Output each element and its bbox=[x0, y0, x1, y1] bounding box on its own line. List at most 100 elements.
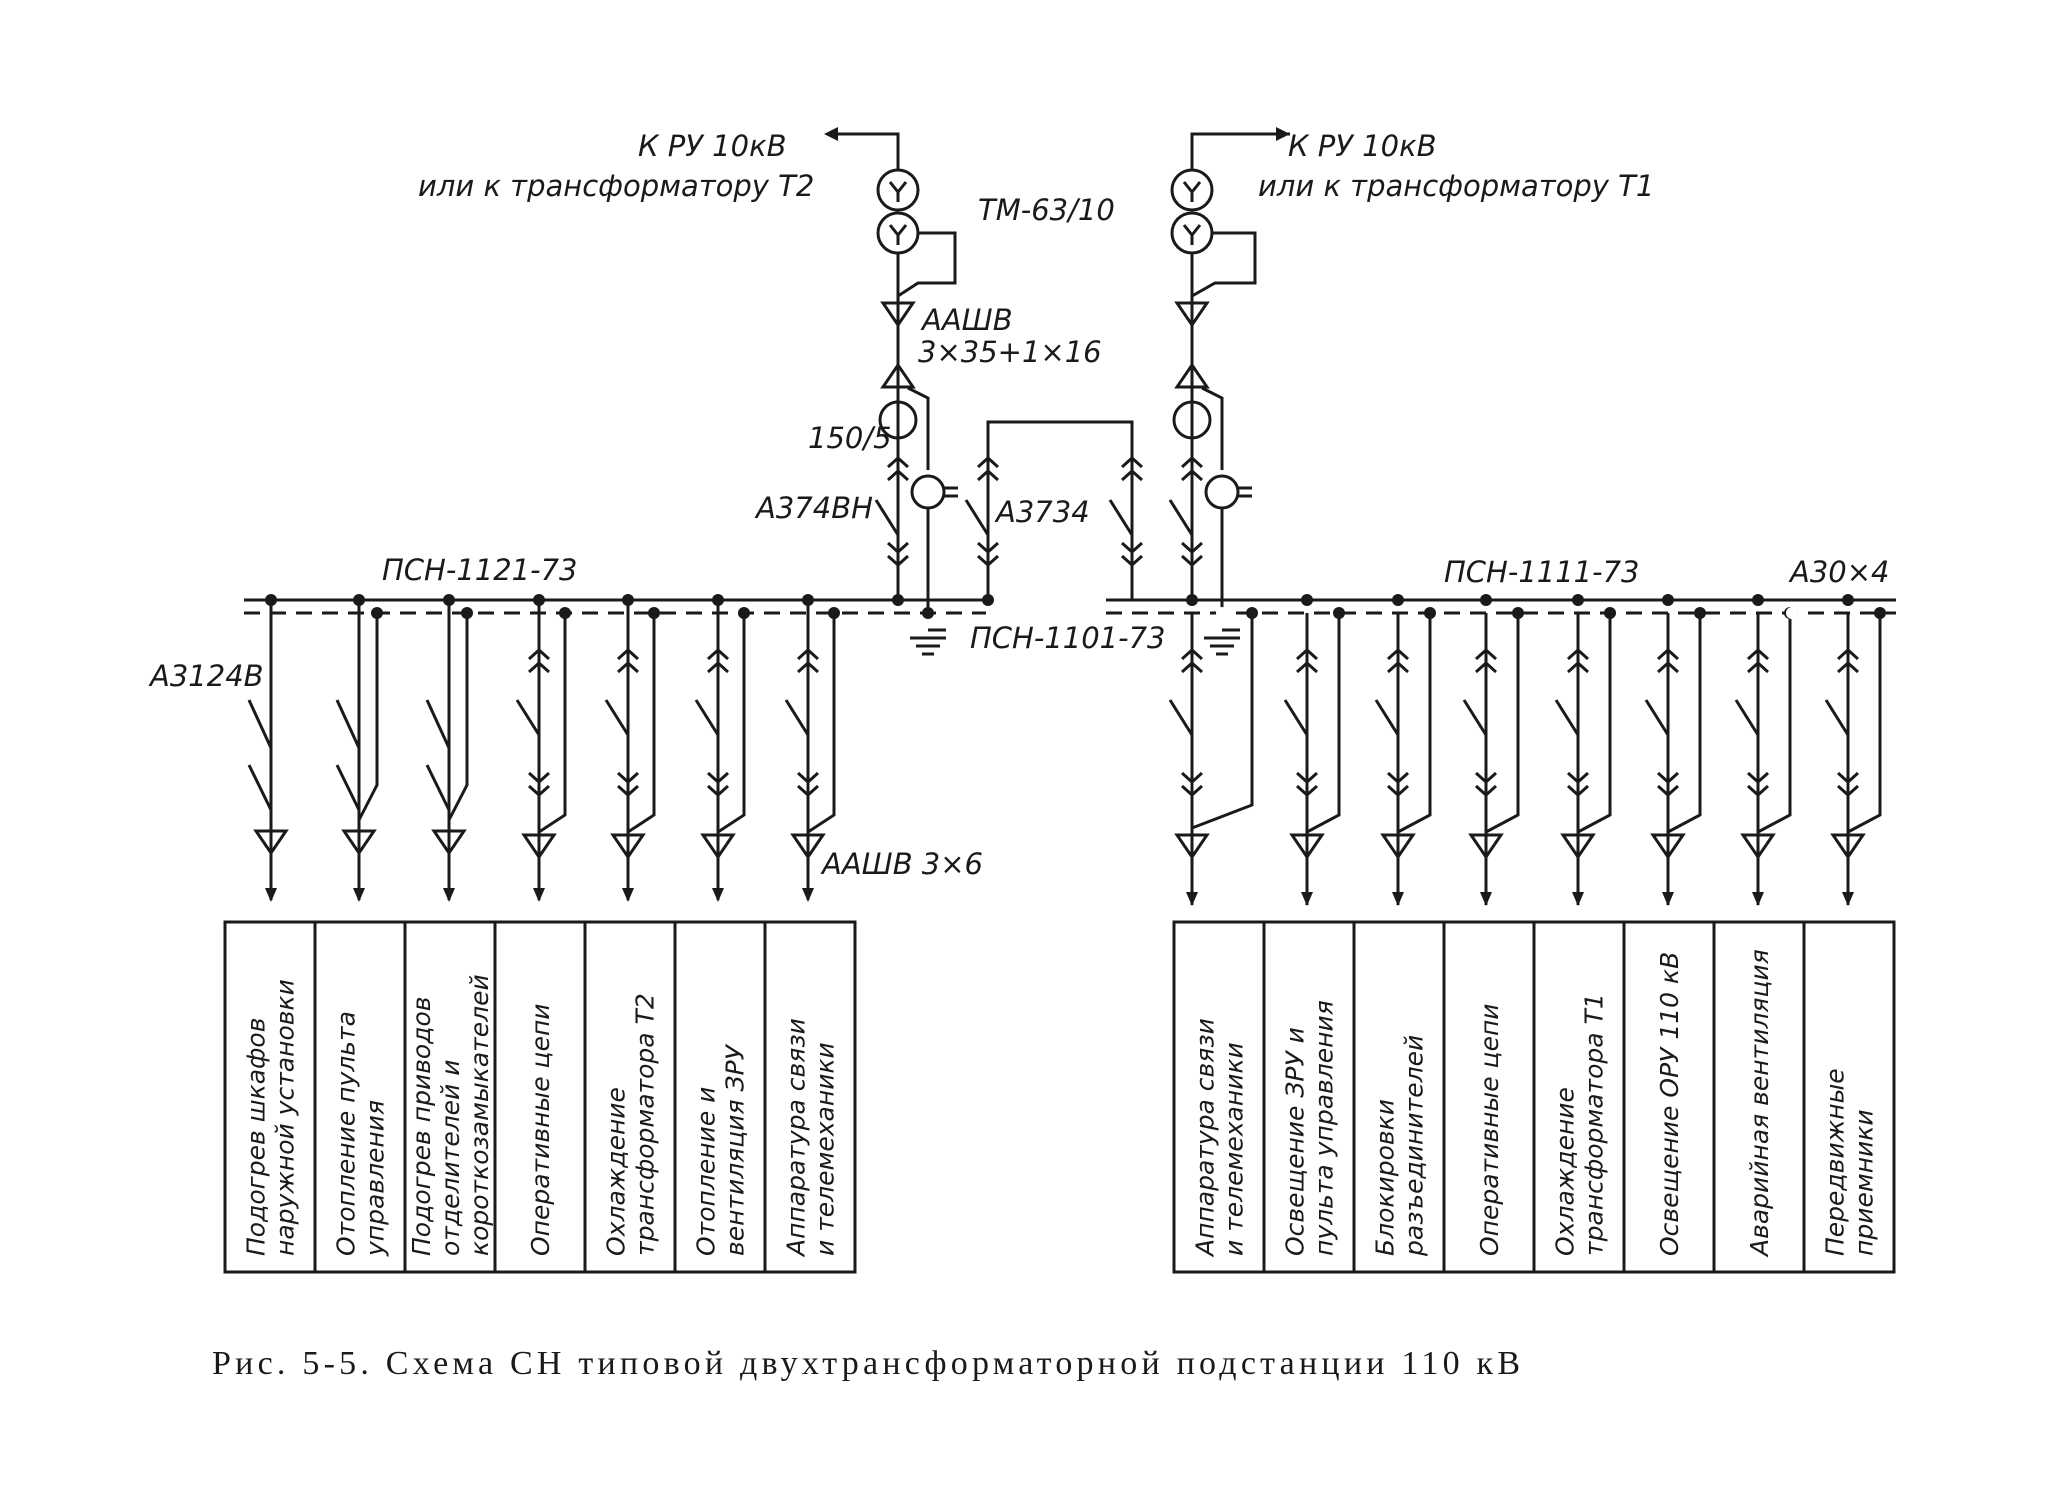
breaker-blade bbox=[1554, 699, 1580, 736]
cable-end-symbol bbox=[1560, 833, 1596, 860]
feeder-return bbox=[717, 613, 746, 834]
plug-contact bbox=[976, 455, 1000, 469]
cable-spec-label: 3×35+1×16 bbox=[918, 335, 1102, 369]
right-load-label: Оперативные цепи bbox=[1475, 1003, 1504, 1256]
plug-contact bbox=[1566, 660, 1590, 674]
feeder-breaker-label: А3124В bbox=[148, 659, 264, 693]
right-load-label: Аварийная вентиляция bbox=[1745, 949, 1774, 1258]
right-load-label: Передвижные bbox=[1821, 1068, 1850, 1256]
cable-end-symbol bbox=[880, 362, 916, 389]
plug-contact bbox=[1180, 554, 1204, 568]
junction-dot bbox=[648, 607, 660, 619]
breaker-blade bbox=[874, 499, 900, 536]
plug-contact bbox=[1474, 784, 1498, 798]
cable-end-symbol bbox=[521, 833, 557, 860]
breaker-blade bbox=[1734, 699, 1760, 736]
left-load-label: управления bbox=[361, 1100, 390, 1257]
plug-contact bbox=[1120, 554, 1144, 568]
arrow-head bbox=[1186, 892, 1198, 906]
arrow-head bbox=[1301, 892, 1313, 906]
junction-dot bbox=[371, 607, 383, 619]
plug-contact bbox=[1836, 784, 1860, 798]
plug-contact bbox=[1836, 660, 1860, 674]
junction-dot bbox=[892, 594, 904, 606]
feeder-return bbox=[538, 613, 567, 834]
arrow-head bbox=[824, 127, 838, 141]
current-transformer bbox=[1172, 400, 1212, 440]
plug-contact bbox=[886, 541, 910, 555]
left-load-label: короткозамыкателей bbox=[465, 974, 494, 1256]
arrow-head bbox=[712, 888, 724, 902]
plug-contact bbox=[1746, 771, 1770, 785]
feeder-return bbox=[1577, 613, 1612, 834]
left-load-label: наружной установки bbox=[271, 979, 300, 1256]
plug-contact bbox=[976, 468, 1000, 482]
plug-contact bbox=[1656, 647, 1680, 661]
transformer-winding-hv bbox=[1170, 168, 1214, 212]
junction-dot bbox=[622, 594, 634, 606]
feed-left-label-2: или к трансформатору Т2 bbox=[418, 169, 814, 203]
breaker-blade bbox=[335, 764, 361, 811]
neutral-lead bbox=[897, 231, 957, 298]
cable-end-symbol bbox=[1380, 833, 1416, 860]
tie-breaker-label: А3734 bbox=[994, 495, 1090, 529]
left-load-label: Оперативные цепи bbox=[526, 1003, 555, 1256]
left-load-label: Охлаждение bbox=[602, 1087, 631, 1256]
junction-dot bbox=[1246, 607, 1258, 619]
plug-contact bbox=[886, 554, 910, 568]
plug-contact bbox=[527, 784, 551, 798]
left-load-label: Аппаратура связи bbox=[782, 1018, 811, 1258]
transformer-label: ТМ-63/10 bbox=[978, 193, 1115, 227]
junction-dot bbox=[802, 594, 814, 606]
breaker-blade bbox=[694, 699, 720, 736]
plug-contact bbox=[796, 784, 820, 798]
junction-dot bbox=[712, 594, 724, 606]
cable-end-symbol bbox=[610, 833, 646, 860]
plug-contact bbox=[1746, 660, 1770, 674]
feeder-return bbox=[1306, 613, 1341, 834]
breaker-blade bbox=[1283, 699, 1309, 736]
feeder-cable-label: ААШВ 3×6 bbox=[820, 847, 983, 881]
junction-dot bbox=[265, 594, 277, 606]
junction-dot bbox=[1874, 607, 1886, 619]
breaker-blade bbox=[425, 764, 451, 811]
arrow-head bbox=[1572, 892, 1584, 906]
arrow-head bbox=[353, 888, 365, 902]
plug-contact bbox=[1295, 771, 1319, 785]
arrow-head bbox=[622, 888, 634, 902]
plug-contact bbox=[1180, 660, 1204, 674]
junction-dot bbox=[1512, 607, 1524, 619]
neutral-lead bbox=[1191, 231, 1257, 298]
right-load-label: Аппаратура связи bbox=[1191, 1018, 1220, 1258]
breaker-blade bbox=[1824, 699, 1850, 736]
feeder-return bbox=[1847, 613, 1882, 834]
cable-end-symbol bbox=[1740, 833, 1776, 860]
plug-contact bbox=[1474, 771, 1498, 785]
breaker-blade bbox=[335, 699, 361, 749]
plug-contact bbox=[1566, 784, 1590, 798]
breaker-blade bbox=[784, 699, 810, 736]
junction-dot bbox=[1186, 594, 1198, 606]
arrow-head bbox=[802, 888, 814, 902]
current-transformer bbox=[878, 400, 918, 440]
feed-right-label-2: или к трансформатору Т1 bbox=[1258, 169, 1654, 203]
breaker-left-label: А374ВН bbox=[754, 491, 873, 525]
plug-contact bbox=[796, 771, 820, 785]
breaker-blade bbox=[247, 764, 273, 811]
plug-contact bbox=[1656, 660, 1680, 674]
breaker-blade bbox=[1374, 699, 1400, 736]
arrow-head bbox=[1276, 127, 1290, 141]
arrow-head bbox=[1752, 892, 1764, 906]
breaker-blade bbox=[1644, 699, 1670, 736]
cable-end-symbol bbox=[790, 833, 826, 860]
plug-contact bbox=[886, 455, 910, 469]
plug-contact bbox=[1120, 468, 1144, 482]
panel-mid-label: ПСН-1101-73 bbox=[970, 621, 1166, 655]
plug-contact bbox=[527, 647, 551, 661]
cable-end-symbol bbox=[1174, 301, 1210, 328]
plug-contact bbox=[1386, 784, 1410, 798]
cable-end-symbol bbox=[1174, 833, 1210, 860]
plug-contact bbox=[616, 784, 640, 798]
junction-dot bbox=[922, 607, 934, 619]
